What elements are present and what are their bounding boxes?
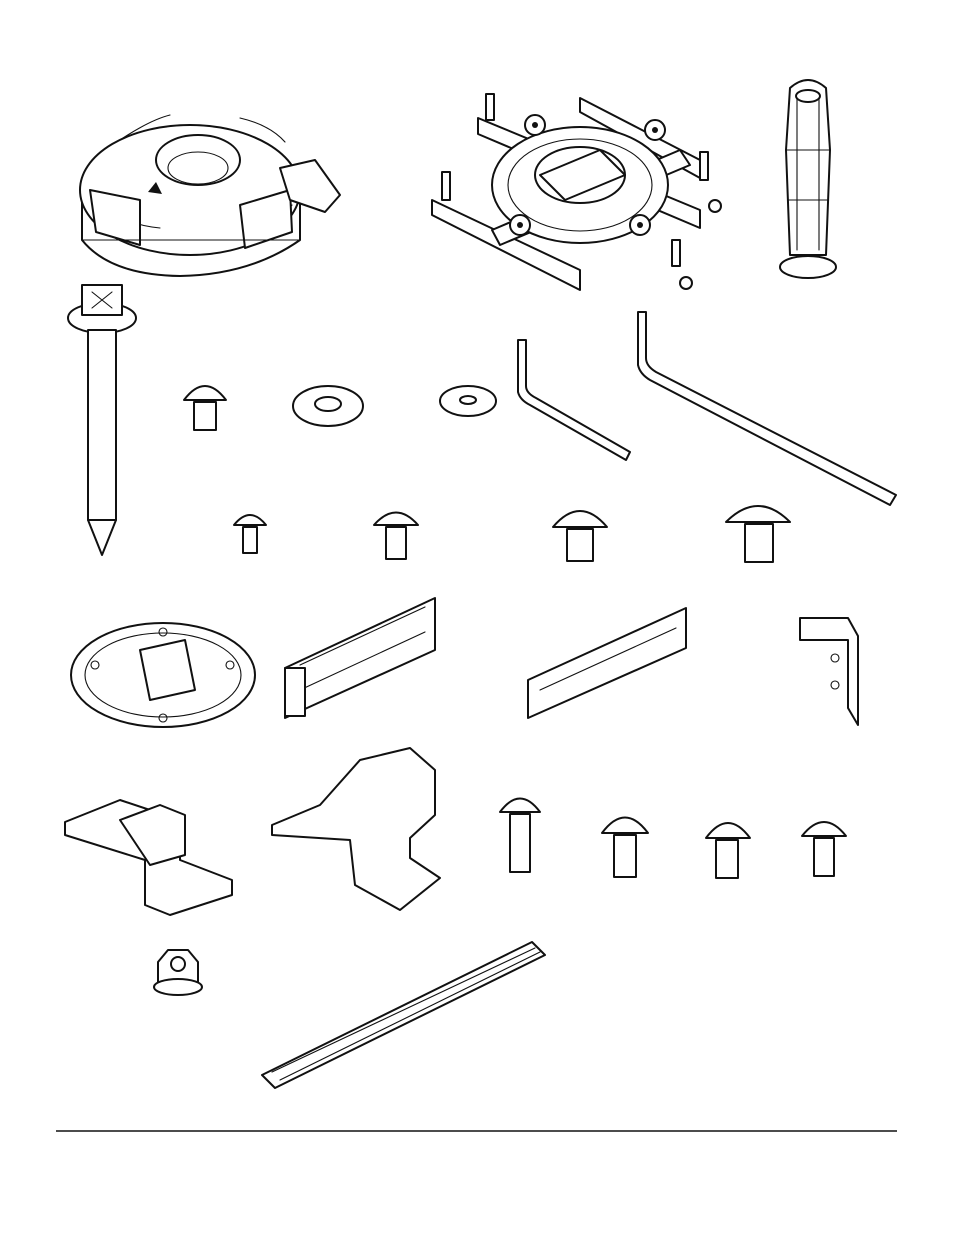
channel-icon xyxy=(528,608,686,718)
screw-icon xyxy=(602,818,648,878)
screw-icon xyxy=(553,511,607,561)
washer-icon xyxy=(440,386,496,416)
screw-icon xyxy=(374,513,418,560)
screw-icon xyxy=(802,822,846,876)
screw-icon xyxy=(184,386,226,430)
rail-icon xyxy=(262,942,545,1088)
lag-bolt-icon xyxy=(68,285,136,555)
washer-icon xyxy=(293,386,363,426)
screw-icon xyxy=(726,506,790,562)
bracket-icon xyxy=(272,748,440,910)
hex-key-icon xyxy=(518,340,630,460)
anchor-icon xyxy=(780,80,836,278)
nut-icon xyxy=(154,950,202,995)
screw-icon xyxy=(706,823,750,878)
bracket-icon xyxy=(65,800,232,915)
channel-icon xyxy=(285,598,435,718)
hex-key-icon xyxy=(638,312,896,505)
screw-icon xyxy=(500,799,540,873)
plate-icon xyxy=(71,623,255,727)
screw-icon xyxy=(234,515,266,553)
bracket-icon xyxy=(800,618,858,725)
mount-head-icon xyxy=(432,94,721,290)
round-cap-icon xyxy=(80,115,340,276)
